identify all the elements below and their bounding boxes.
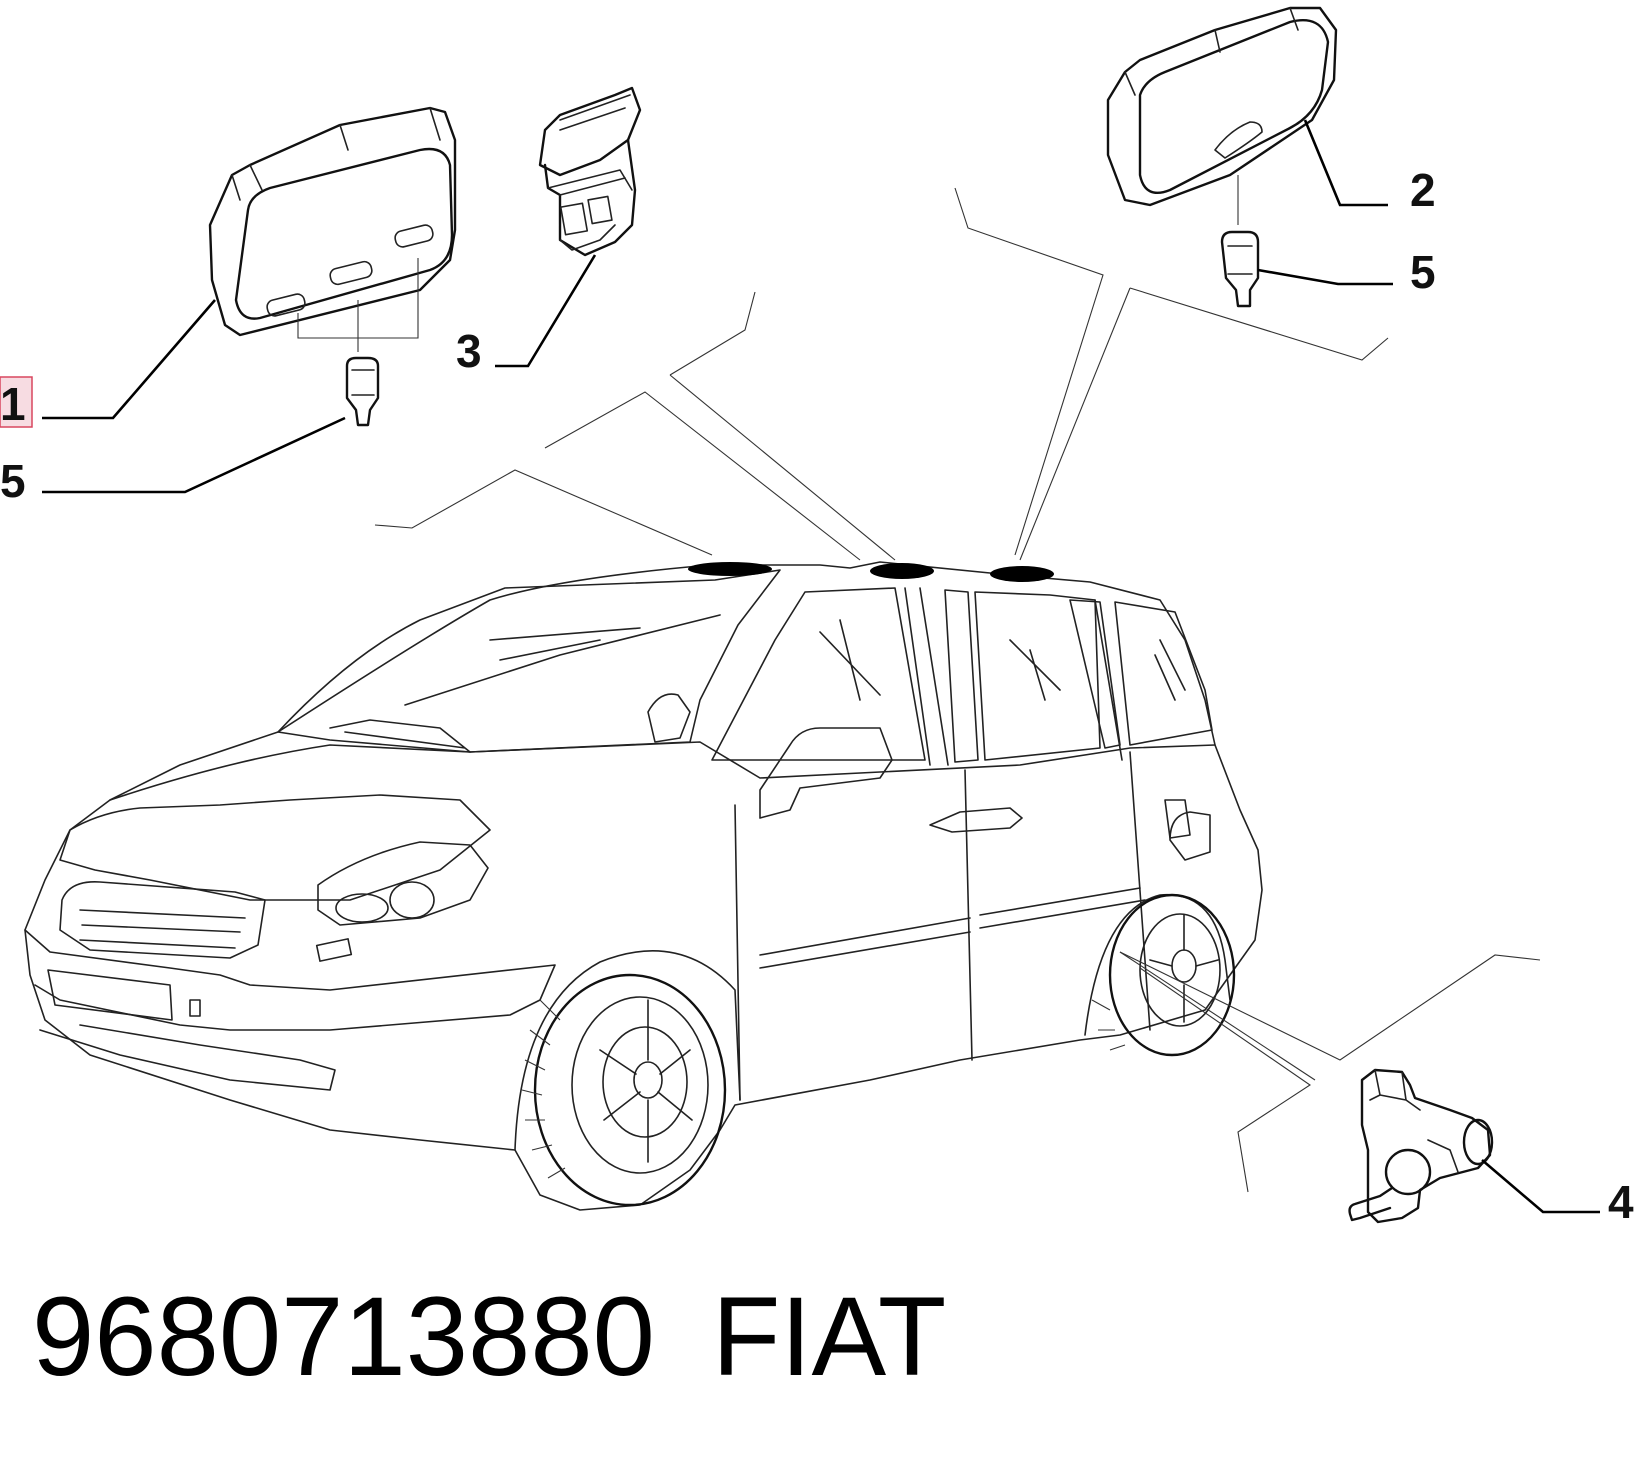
callout-1-highlight	[0, 376, 33, 428]
callout-4[interactable]: 4	[1608, 1176, 1634, 1228]
roof-spot-2	[870, 563, 934, 579]
roof-spot-3	[990, 566, 1054, 582]
part-number: 9680713880	[32, 1274, 655, 1399]
bulb-left	[345, 356, 380, 427]
roof-lamp-right	[1106, 6, 1338, 207]
callout-5-left[interactable]: 5	[0, 455, 26, 507]
callout-5-right[interactable]: 5	[1410, 246, 1436, 298]
minivan-outline	[24, 561, 1263, 1211]
callout-3[interactable]: 3	[456, 325, 482, 377]
sensor-component	[1348, 1068, 1494, 1224]
lamp-bracket-left	[297, 258, 419, 352]
roof-spot-1	[688, 562, 772, 576]
brand-name: FIAT	[712, 1274, 946, 1399]
roof-light-locations	[688, 562, 1054, 582]
construction-lines	[374, 187, 1541, 1193]
leader-lines	[42, 119, 1600, 1214]
roof-lamp-left	[208, 106, 457, 337]
bulb-right	[1220, 230, 1260, 308]
callout-1[interactable]: 1	[0, 378, 26, 430]
switch-component	[538, 86, 642, 257]
callout-2[interactable]: 2	[1410, 164, 1436, 216]
